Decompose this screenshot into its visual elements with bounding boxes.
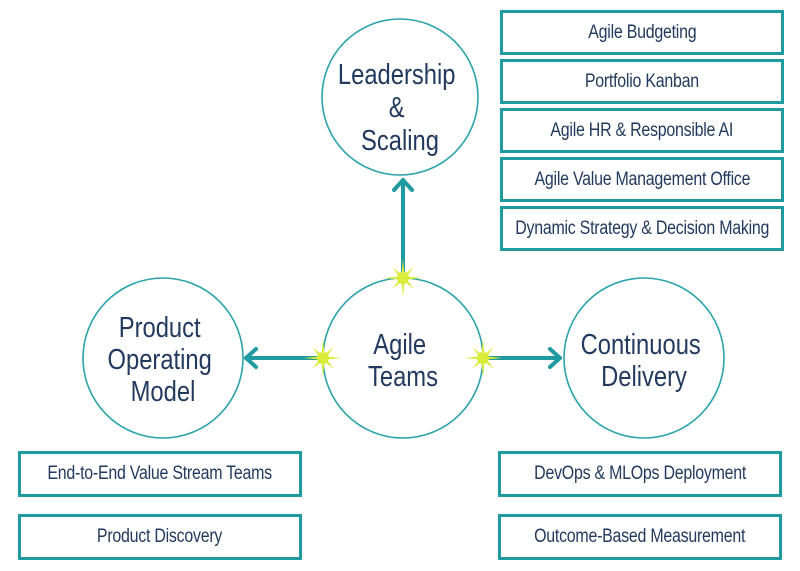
list-item: DevOps & MLOps Deployment [498,451,782,497]
spark-core [317,352,329,364]
spark-core [477,352,489,364]
node-label-left: Product Operating Model [108,311,219,408]
list-item: Dynamic Strategy & Decision Making [500,206,784,251]
node-circle-left [82,277,244,439]
list-item: Outcome-Based Measurement [498,514,782,560]
list-item: Portfolio Kanban [500,59,784,104]
node-circle-right [563,277,725,439]
list-item: End-to-End Value Stream Teams [18,451,302,497]
spark-core [397,272,409,284]
node-label-top: Leadership & Scaling [338,58,462,157]
list-item: Agile HR & Responsible AI [500,108,784,153]
spark-icon [304,339,342,377]
list-item: Agile Value Management Office [500,157,784,202]
spark-icon [464,339,502,377]
list-item: Agile Budgeting [500,10,784,55]
node-label-center: Agile Teams [368,328,438,393]
node-circle-top [321,18,479,176]
node-label-right: Continuous Delivery [581,328,708,393]
spark-icon [384,259,422,297]
list-item: Product Discovery [18,514,302,560]
